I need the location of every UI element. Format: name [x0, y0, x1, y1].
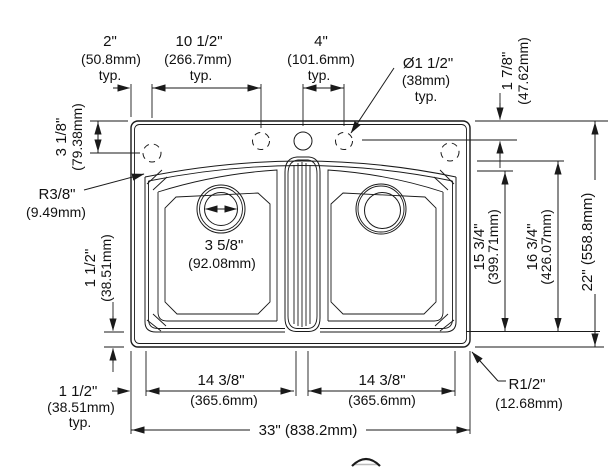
dim-overall-width: 33" (838.2mm): [131, 351, 471, 439]
sink-rim-inner: [134, 124, 467, 344]
bottom-cutoff-mark: [351, 457, 381, 467]
dim-bowl-edge-gap-bottom-typ: typ.: [69, 414, 92, 430]
callout-faucet-hole-diameter-metric: (38mm): [402, 72, 450, 88]
right-extension-lines: [362, 120, 608, 348]
faucet-holes: [142, 131, 460, 163]
dim-faucet-spacing-metric: (101.6mm): [287, 51, 355, 67]
dim-bowl-depth-outer-metric: (426.07mm): [538, 209, 554, 284]
left-drain-icon: [196, 184, 246, 234]
faucet-hole-3-icon: [335, 132, 353, 150]
right-drain-icon: [355, 183, 407, 235]
faucet-hole-1-icon: [252, 132, 270, 150]
dim-bowl-edge-gap-bottom-value: 1 1/2": [59, 383, 98, 400]
dim-corner-hole-offset-metric: (79.38mm): [69, 103, 85, 171]
callout-faucet-hole-diameter-value: Ø1 1/2": [403, 55, 453, 72]
sink-rim-outer: [130, 120, 471, 348]
dim-right-hole-offset-value: 1 7/8": [499, 52, 516, 91]
dim-corner-hole-offset-value: 3 1/8": [53, 118, 70, 157]
divider-outline-2: [287, 159, 318, 329]
dim-bowl-depth-inner-metric: (399.71mm): [485, 209, 501, 284]
dim-bowl-edge-gap-left: 1 1/2" (38.51mm): [82, 234, 124, 372]
drains: [196, 183, 407, 235]
corner-hole-right-icon: [440, 142, 460, 162]
dim-faucet-spacing-value: 4": [314, 33, 328, 50]
callout-drain-diameter-value: 3 5/8": [205, 237, 244, 254]
dim-bowl-edge-gap-left-metric: (38.51mm): [98, 234, 114, 302]
sink-outline: [130, 120, 471, 348]
callout-drain-diameter: 3 5/8" (92.08mm): [188, 237, 256, 271]
dim-top-edge-offset-value: 2": [103, 33, 117, 50]
dim-bowl-depth-outer-value: 16 3/4": [524, 223, 541, 270]
left-bowl-wall: [157, 169, 278, 322]
dim-overall-depth: 22" (558.8mm): [579, 121, 599, 347]
dim-hole-group-span-value: 10 1/2": [175, 33, 222, 50]
faucet-hole-center-icon: [293, 131, 313, 151]
dim-overall-depth-value: 22" (558.8mm): [579, 193, 596, 292]
divider-ridge-lines: [293, 162, 311, 327]
dim-faucet-spacing: 4" (101.6mm) typ.: [287, 33, 355, 126]
dim-right-bowl-width-value: 14 3/8": [358, 372, 405, 389]
dim-left-bowl-width-value: 14 3/8": [197, 372, 244, 389]
dim-right-bowl-width-metric: (365.6mm): [348, 392, 416, 408]
dim-corner-hole-offset: 3 1/8" (79.38mm): [53, 103, 140, 171]
divider-outline: [284, 156, 321, 332]
dim-faucet-spacing-typ: typ.: [308, 67, 331, 83]
right-bowl-outer-2: [320, 181, 453, 329]
dim-left-bowl-width: 14 3/8" (365.6mm): [146, 351, 309, 408]
bowl-top-arc-inner: [148, 165, 453, 182]
dim-hole-group-span: 10 1/2" (266.7mm) typ.: [152, 33, 262, 128]
callout-faucet-hole-diameter: Ø1 1/2" (38mm) typ.: [350, 55, 453, 134]
dim-bowl-depth-inner: 15 3/4" (399.71mm): [471, 171, 509, 332]
bowl-corner-chamfers: [146, 169, 455, 332]
callout-rim-corner-radius-value: R1/2": [508, 376, 545, 393]
dim-bowl-edge-gap-bottom: 1 1/2" (38.51mm) typ.: [47, 351, 147, 434]
dim-bowl-edge-gap-left-value: 1 1/2": [82, 249, 99, 288]
dim-right-bowl-width: 14 3/8" (365.6mm): [308, 351, 456, 408]
callout-drain-diameter-metric: (92.08mm): [188, 255, 256, 271]
dim-bowl-edge-gap-bottom-metric: (38.51mm): [47, 399, 115, 415]
dim-right-hole-offset: 1 7/8" (47.62mm): [496, 37, 531, 168]
dim-left-bowl-width-metric: (365.6mm): [190, 392, 258, 408]
corner-hole-left-icon: [142, 143, 162, 163]
left-bowl-floor: [164, 192, 271, 315]
callout-bowl-corner-radius-value: R3/8": [38, 186, 75, 203]
dim-hole-group-span-metric: (266.7mm): [164, 51, 232, 67]
callout-faucet-hole-diameter-typ: typ.: [415, 88, 438, 104]
dim-right-hole-offset-metric: (47.62mm): [515, 37, 531, 105]
dim-top-edge-offset-metric: (50.8mm): [81, 51, 141, 67]
right-bowl-outer: [320, 177, 457, 333]
dim-top-edge-offset-typ: typ.: [99, 67, 122, 83]
center-divider: [284, 156, 321, 332]
dim-hole-group-span-typ: typ.: [190, 67, 213, 83]
left-bowl-outer: [144, 177, 285, 333]
callout-rim-corner-radius-metric: (12.68mm): [495, 395, 563, 411]
dim-top-edge-offset: 2" (50.8mm) typ.: [81, 33, 153, 118]
callout-bowl-corner-radius: R3/8" (9.49mm): [26, 173, 145, 220]
dim-bowl-depth-inner-value: 15 3/4": [471, 223, 488, 270]
right-bowl-wall: [327, 169, 444, 322]
right-bowl-floor: [330, 192, 437, 315]
dim-overall-width-value: 33" (838.2mm): [259, 422, 358, 439]
bowl-assembly: [144, 160, 457, 333]
dim-bowl-depth-outer: 16 3/4" (426.07mm): [524, 161, 562, 332]
callout-rim-corner-radius: R1/2" (12.68mm): [471, 351, 563, 411]
bowl-top-arc-outer: [144, 160, 457, 178]
callout-bowl-corner-radius-metric: (9.49mm): [26, 204, 86, 220]
